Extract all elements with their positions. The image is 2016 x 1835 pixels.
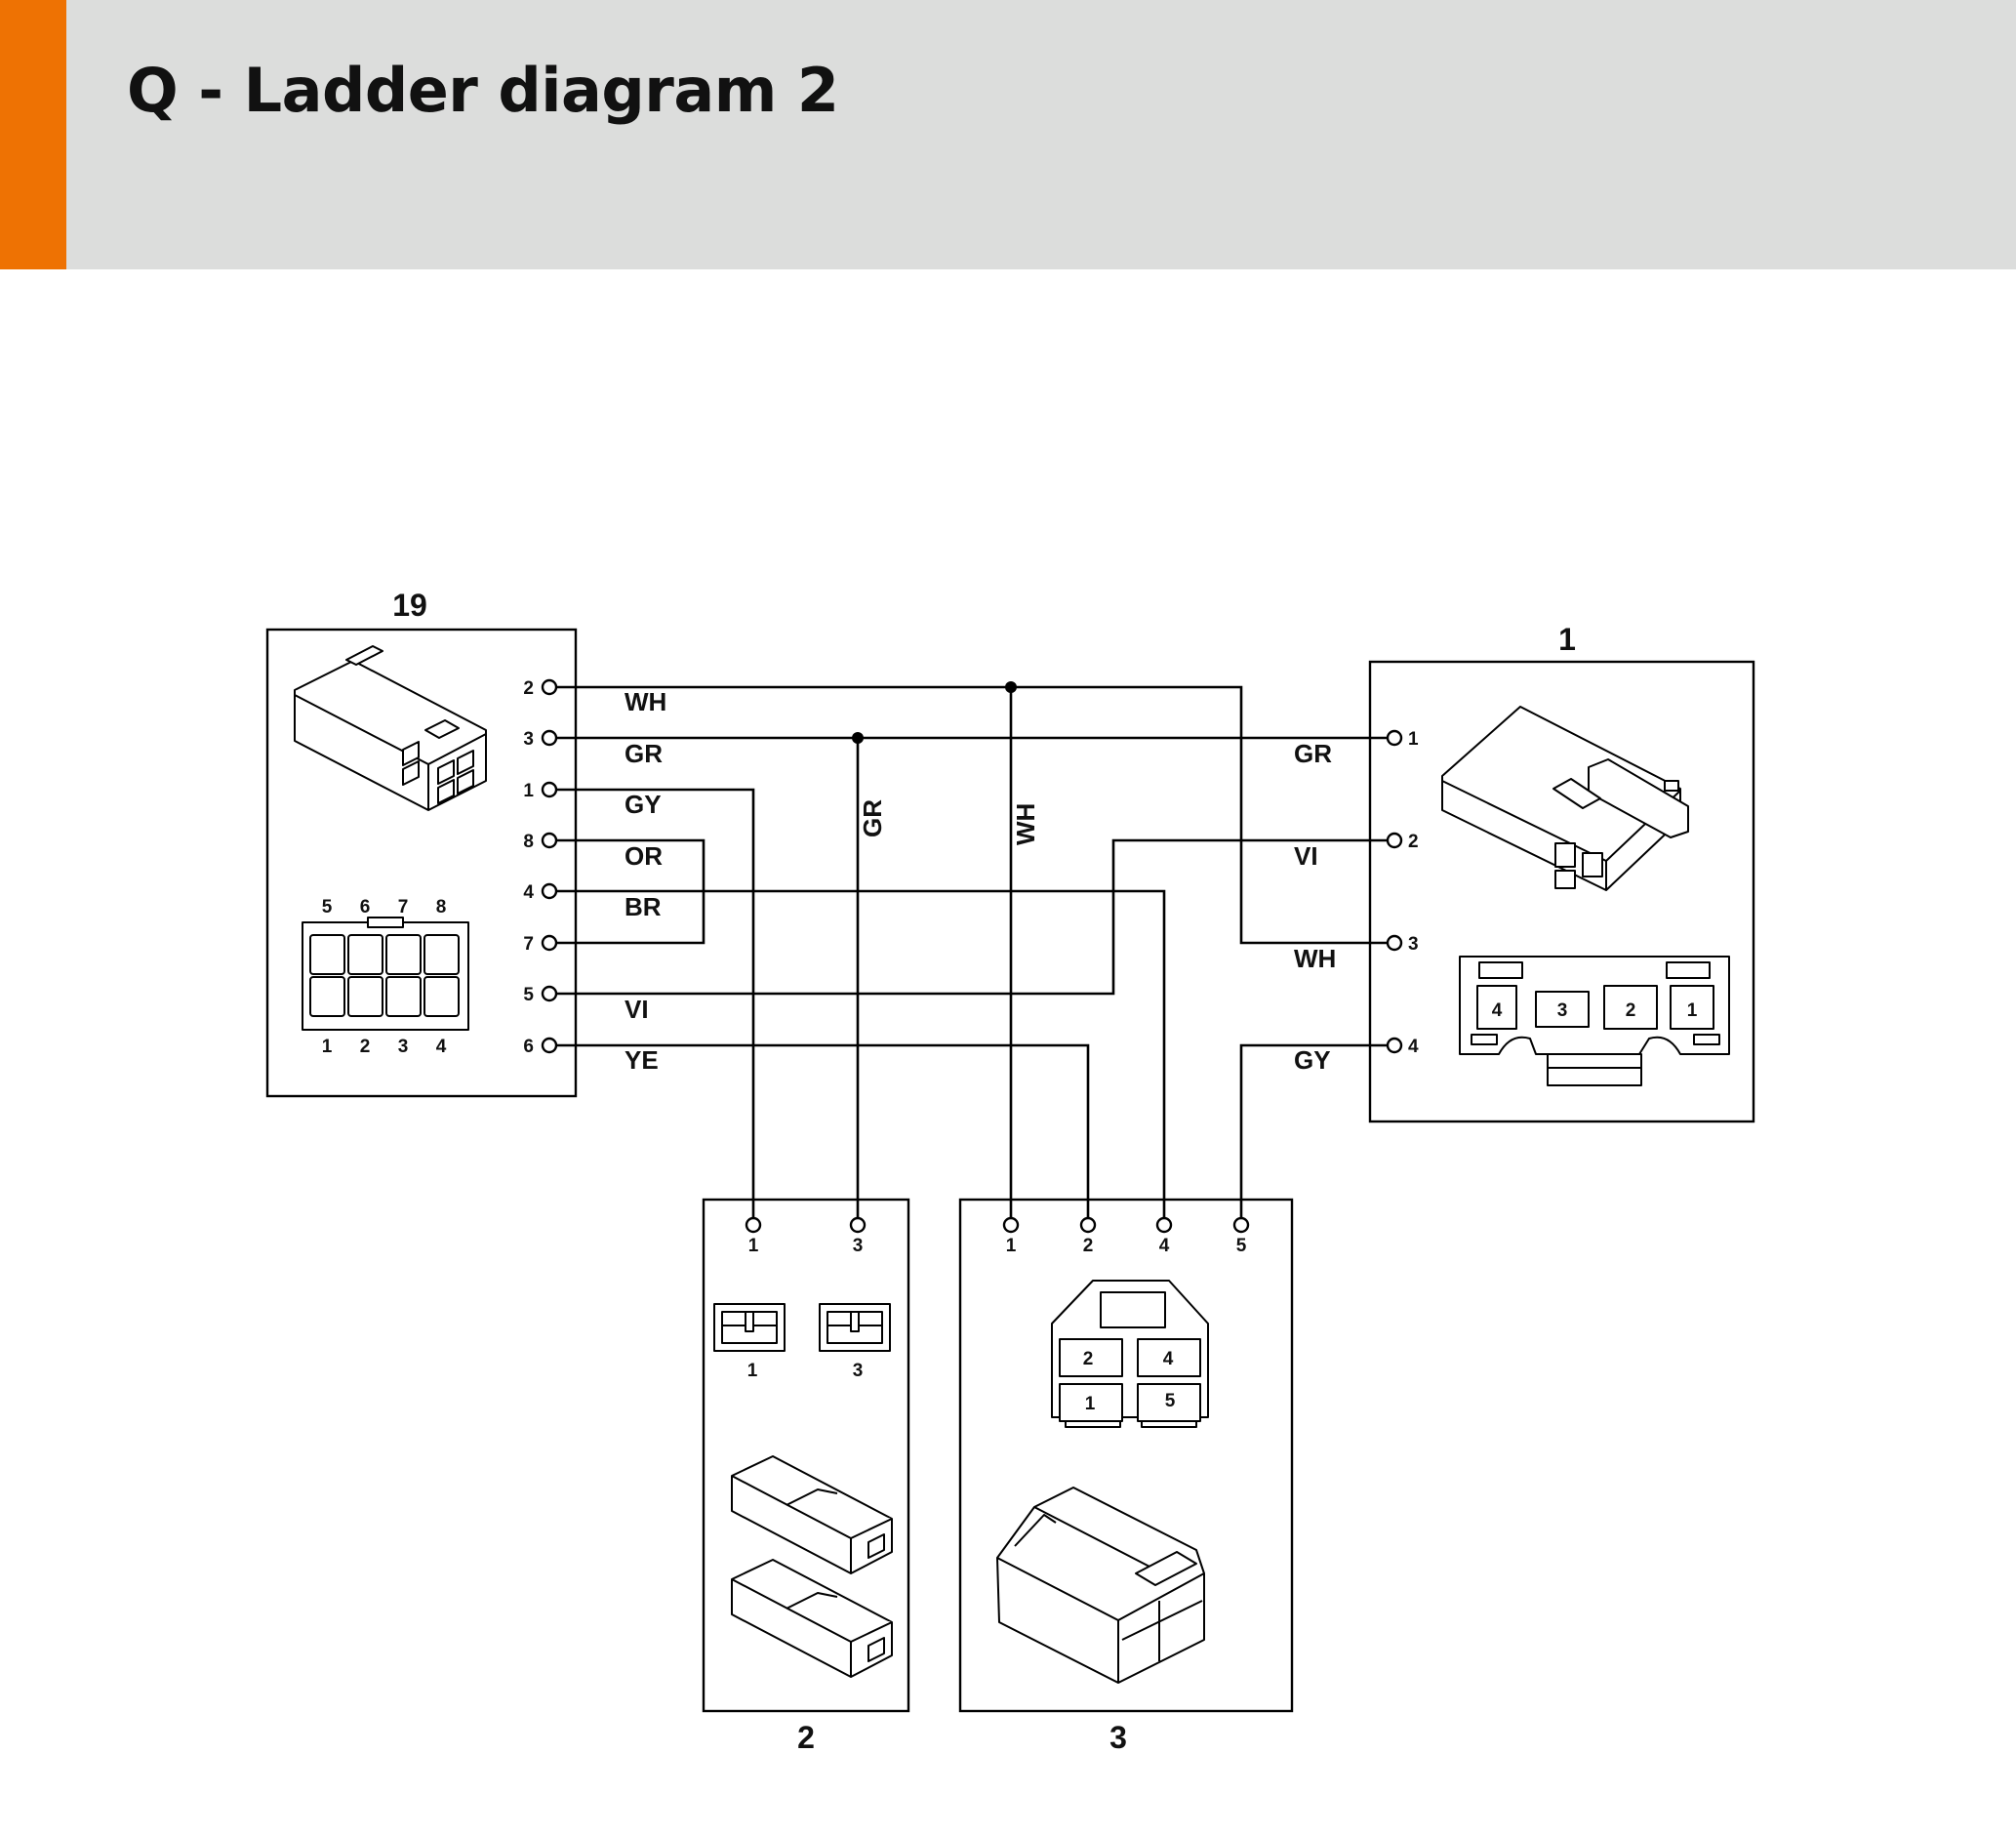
cavity-number: 7 — [398, 897, 409, 918]
housing-cavities — [402, 741, 474, 804]
wire-ye — [557, 1043, 1090, 1217]
pin-number: 1 — [523, 781, 534, 801]
wire-br — [557, 889, 1166, 1217]
connector-1-label: 1 — [1558, 622, 1576, 657]
wire-label: GR — [1294, 739, 1332, 768]
wire-label: GR — [858, 799, 887, 837]
connector-2-label: 2 — [797, 1720, 815, 1755]
wire-label: WH — [1011, 803, 1040, 845]
pin-number: 3 — [1408, 934, 1419, 955]
pin-number: 4 — [1159, 1236, 1170, 1256]
wire-labels-right: GR VI WH GY — [1294, 739, 1336, 1075]
pin-number: 7 — [523, 934, 534, 955]
wire-label: GY — [1294, 1045, 1331, 1075]
connector-1-housing-drawing — [1441, 706, 1689, 891]
pin-number: 3 — [523, 729, 534, 750]
wire-gy — [557, 788, 1388, 1217]
connector-19-housing-drawing — [294, 645, 487, 811]
connector-1-face-view: 4 3 2 1 — [1459, 956, 1730, 1086]
cavity-number: 2 — [1083, 1349, 1094, 1369]
connector-2-face-view: 1 3 — [713, 1303, 891, 1381]
connector-3-label: 3 — [1109, 1720, 1127, 1755]
wire-vi — [557, 838, 1388, 996]
wire-label: GY — [625, 790, 662, 819]
wire-labels-vertical: GR WH — [858, 799, 1040, 845]
connector-19-label: 19 — [392, 588, 427, 623]
pin-number: 2 — [523, 678, 534, 699]
pin-number: 6 — [523, 1037, 534, 1057]
wire-labels-left: WH GR GY OR BR VI YE — [625, 687, 666, 1075]
connector-3-housing-drawing — [996, 1487, 1205, 1684]
connector-2-terminals — [745, 1216, 867, 1234]
cavity-number: 2 — [360, 1037, 371, 1057]
junction-dot — [1005, 681, 1017, 693]
cavity-number: 5 — [322, 897, 333, 918]
connector-3-terminals — [1002, 1216, 1250, 1234]
connector-2-terminal-drawings — [731, 1455, 893, 1678]
wire-label: VI — [625, 995, 649, 1024]
wire-label: OR — [625, 841, 663, 871]
junction-dot — [852, 732, 864, 744]
connector-3-pin-numbers: 1 2 4 5 — [1006, 1236, 1247, 1256]
pin-number: 1 — [1408, 729, 1419, 750]
connector-3-face-view: 2 4 1 5 — [1051, 1280, 1209, 1428]
pin-number: 4 — [1408, 1037, 1419, 1057]
connector-19-face-view: 5 6 7 8 1 2 3 4 — [302, 897, 469, 1057]
cavity-number: 1 — [1085, 1394, 1096, 1414]
pin-number: 3 — [853, 1236, 864, 1256]
cavity-number: 1 — [1687, 1000, 1698, 1021]
cavity-number: 1 — [322, 1037, 333, 1057]
accent-stripe — [0, 0, 66, 269]
pin-number: 1 — [748, 1236, 759, 1256]
connector-1-pin-numbers: 1 2 3 4 — [1408, 729, 1419, 1057]
connector-19-terminals — [541, 678, 558, 1054]
page-title: Q - Ladder diagram 2 — [127, 55, 839, 126]
connector-2-pin-numbers: 1 3 — [748, 1236, 864, 1256]
cavity-number: 6 — [360, 897, 371, 918]
connector-19-pin-numbers: 2 3 1 8 4 7 5 6 — [523, 678, 534, 1057]
cavity-number: 3 — [853, 1361, 864, 1381]
cavity-number: 4 — [1492, 1000, 1503, 1021]
cavity-number: 2 — [1626, 1000, 1636, 1021]
wire-label: WH — [1294, 944, 1336, 973]
cavity-number: 4 — [1163, 1349, 1174, 1369]
cavity-number: 8 — [436, 897, 447, 918]
cavity-number: 3 — [1557, 1000, 1568, 1021]
cavity-number: 3 — [398, 1037, 409, 1057]
cavity-number: 4 — [436, 1037, 447, 1057]
cavity-number: 1 — [747, 1361, 758, 1381]
wire-label: VI — [1294, 841, 1318, 871]
wire-label: WH — [625, 687, 666, 716]
pin-number: 8 — [523, 832, 534, 852]
pin-number: 2 — [1408, 832, 1419, 852]
wire-label: YE — [625, 1045, 659, 1075]
pin-number: 5 — [1236, 1236, 1247, 1256]
wire-label: GR — [625, 739, 663, 768]
wire-wh — [557, 681, 1388, 1217]
wire-gr — [557, 732, 1388, 1217]
header-bar — [0, 0, 2016, 269]
pin-number: 4 — [523, 882, 534, 903]
cavity-number: 5 — [1165, 1391, 1176, 1411]
pin-number: 2 — [1083, 1236, 1094, 1256]
connector-1-terminals — [1386, 729, 1403, 1054]
pin-number: 5 — [523, 985, 534, 1005]
wire-label: BR — [625, 892, 662, 921]
pin-number: 1 — [1006, 1236, 1017, 1256]
